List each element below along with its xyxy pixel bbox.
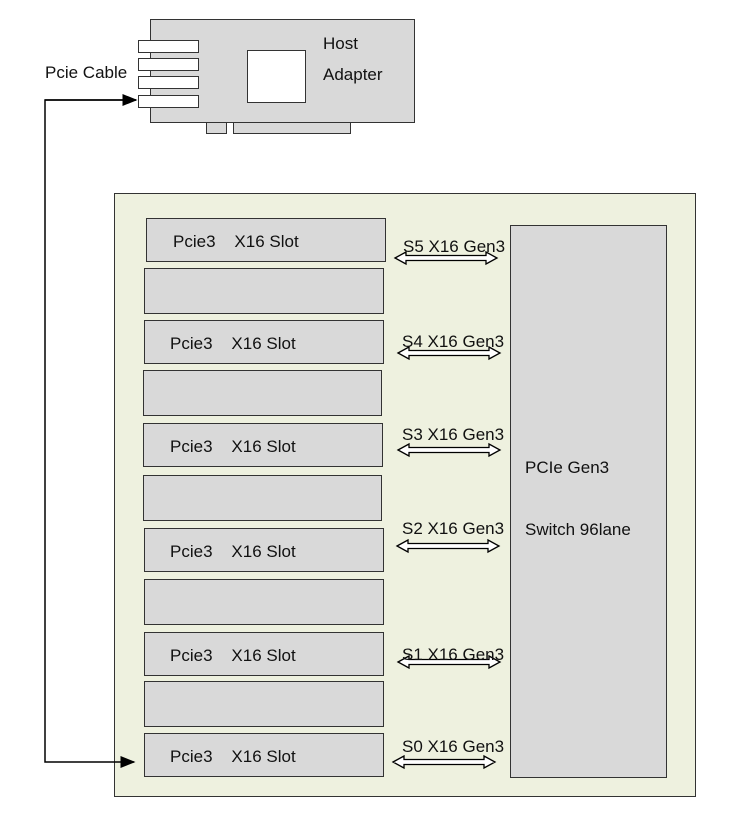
host-adapter-port-3 <box>138 76 199 89</box>
link-arrow-s5 <box>393 250 499 266</box>
slot-spacer <box>143 475 382 521</box>
pcie-slot-label: Pcie3 X16 Slot <box>170 542 296 561</box>
pcie-slot-label: Pcie3 X16 Slot <box>173 232 299 251</box>
link-label-s4: S4 X16 Gen3 <box>402 332 505 351</box>
link-arrow-s2 <box>395 538 501 554</box>
host-adapter-label-line2: Adapter <box>323 65 383 84</box>
link-label-s2: S2 X16 Gen3 <box>402 519 505 538</box>
pcie-cable-label: Pcie Cable <box>45 63 128 82</box>
link-arrow-s3 <box>396 442 502 458</box>
pcie-switch-label-line2: Switch 96lane <box>525 520 631 539</box>
link-label-s1: S1 X16 Gen3 <box>402 645 505 664</box>
slot-spacer <box>143 370 382 416</box>
host-adapter-label-line1: Host <box>323 34 358 53</box>
pcie-slot <box>146 218 386 262</box>
pcie-slot <box>144 733 384 777</box>
pcie-cable-line <box>44 99 136 768</box>
host-adapter-chip <box>247 50 306 103</box>
link-arrow-s4 <box>396 345 502 361</box>
host-adapter-port-1 <box>138 40 199 53</box>
pcie-slot <box>144 632 384 676</box>
host-adapter-edge-connector-small <box>206 122 227 134</box>
slot-spacer <box>144 268 384 314</box>
host-adapter-edge-connector-large <box>233 122 351 134</box>
link-arrow-s0 <box>391 754 497 770</box>
pcie-slot-label: Pcie3 X16 Slot <box>170 747 296 766</box>
host-adapter-port-2 <box>138 58 199 71</box>
pcie-slot-label: Pcie3 X16 Slot <box>170 437 296 456</box>
pcie-slot-label: Pcie3 X16 Slot <box>170 334 296 353</box>
slot-spacer <box>144 681 384 727</box>
pcie-slot <box>144 320 384 364</box>
pcie-slot-label: Pcie3 X16 Slot <box>170 646 296 665</box>
pcie-switch-label-line1: PCIe Gen3 <box>525 458 610 477</box>
link-label-s3: S3 X16 Gen3 <box>402 425 505 444</box>
host-adapter-port-4 <box>138 95 199 108</box>
pcie-slot <box>144 528 384 572</box>
pcie-slot <box>143 423 383 467</box>
link-label-s0: S0 X16 Gen3 <box>402 737 505 756</box>
pcie-switch <box>510 225 667 778</box>
slot-spacer <box>144 579 384 625</box>
link-label-s5: S5 X16 Gen3 <box>403 237 506 256</box>
link-arrow-s1 <box>396 654 502 670</box>
